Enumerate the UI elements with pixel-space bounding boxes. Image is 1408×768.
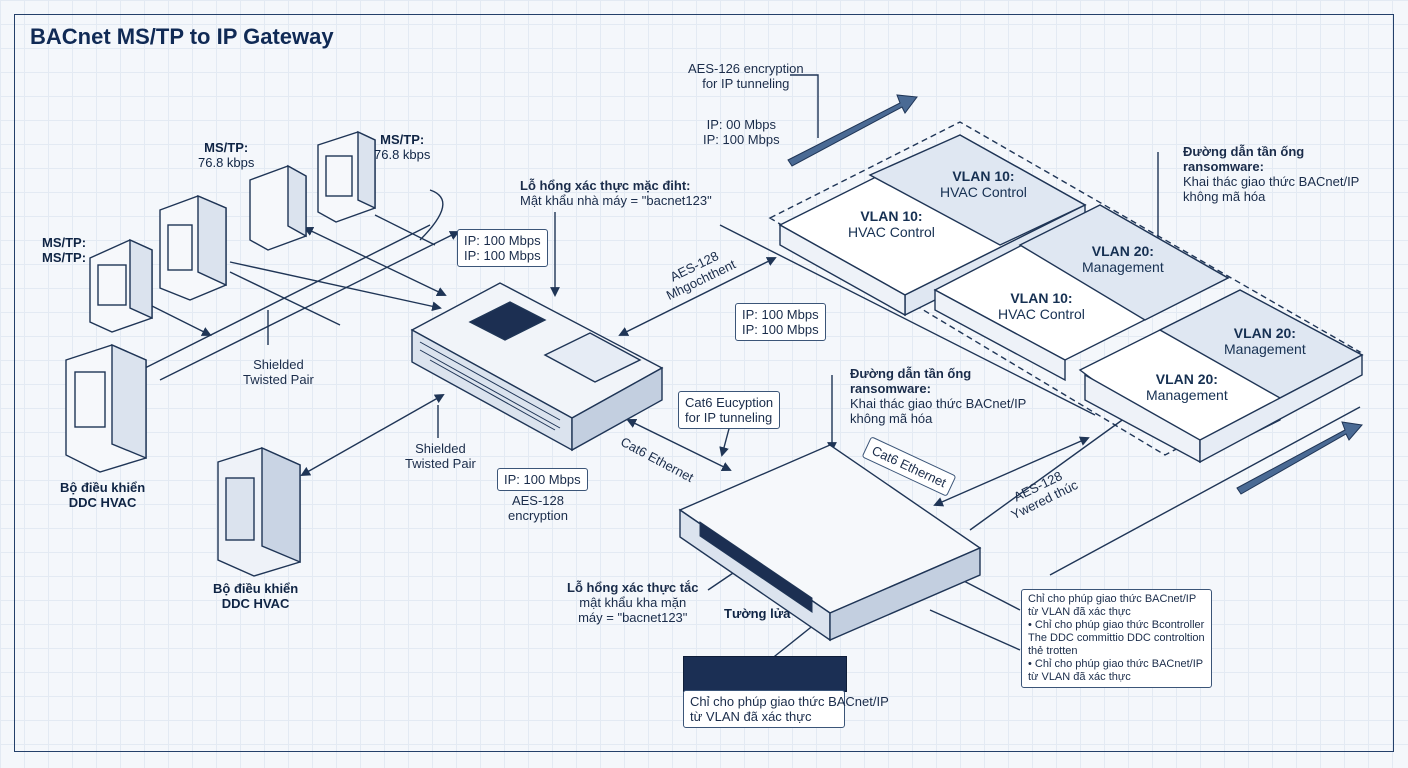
vlan-label-4: VLAN 10:HVAC Control xyxy=(998,290,1085,322)
vulnerability-label-1: Lỗ hổng xác thực mặc điht:Mật khẩu nhà m… xyxy=(520,178,712,208)
ip-speed-box-3: IP: 100 Mbps xyxy=(497,468,588,491)
flow-arrows xyxy=(787,94,1363,495)
vlan-label-6: VLAN 20:Management xyxy=(1146,371,1228,403)
firewall-label: Tường lửa xyxy=(724,606,791,621)
mstp-label-1: MS/TP:76.8 kbps xyxy=(198,140,255,170)
vlan-label-5: VLAN 20:Management xyxy=(1224,325,1306,357)
firewall-panel-graphic xyxy=(683,656,847,692)
vlan-platform xyxy=(768,121,1364,464)
mstp-label-2: MS/TP:76.8 kbps xyxy=(374,132,431,162)
vlan-label-1: VLAN 10:HVAC Control xyxy=(940,168,1027,200)
controller-devices xyxy=(65,130,376,577)
page-title: BACnet MS/TP to IP Gateway xyxy=(30,24,334,49)
firewall-rules-box: Chỉ cho phúp giao thức BACnet/IP từ VLAN… xyxy=(1021,589,1212,688)
vlan-label-3: VLAN 20:Management xyxy=(1082,243,1164,275)
mstp-bus xyxy=(144,189,460,476)
vlan-label-2: VLAN 10:HVAC Control xyxy=(848,208,935,240)
firewall-device xyxy=(678,444,982,642)
diagram-frame xyxy=(14,14,1394,752)
mstp-label-3: MS/TP:MS/TP: xyxy=(42,235,87,265)
gateway-device xyxy=(410,282,664,452)
